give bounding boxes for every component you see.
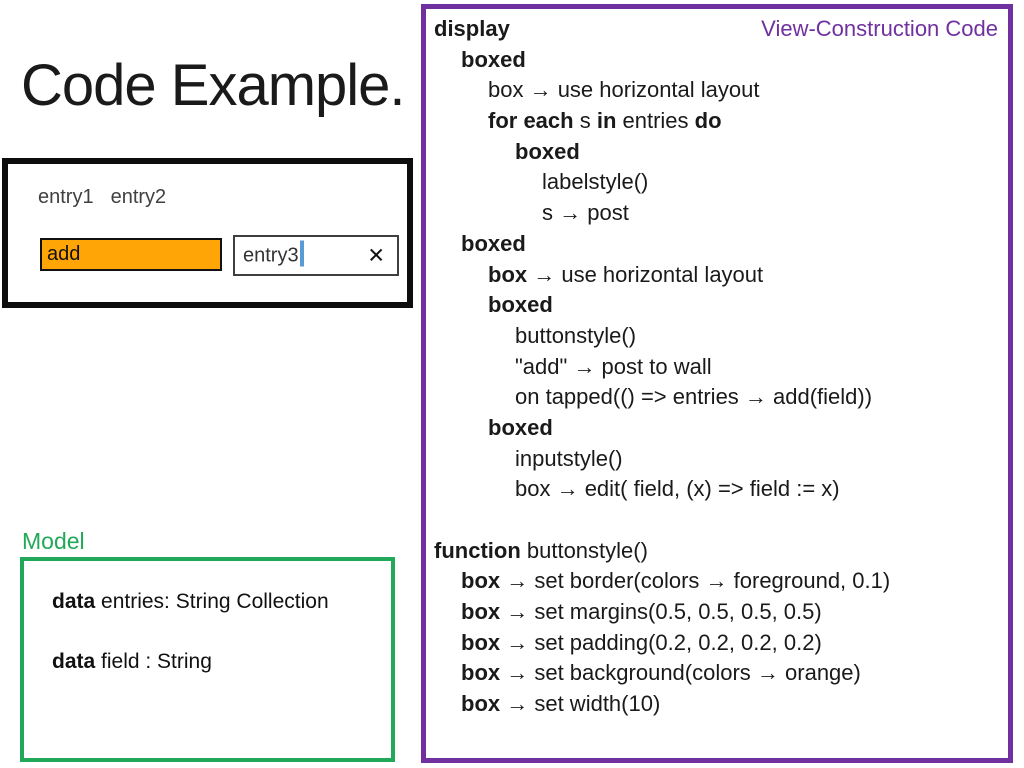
code-line: for each s in entries do — [488, 108, 722, 134]
code-line: boxed — [488, 414, 553, 440]
ui-mockup-frame: entry1 entry2 add entry3 ✕ — [2, 158, 413, 308]
code-line: labelstyle() — [542, 169, 649, 195]
code-line: s → post — [542, 200, 629, 226]
code-line: box → set border(colors → foreground, 0.… — [461, 568, 891, 594]
page-title: Code Example. — [21, 53, 406, 118]
model-line: data entries: String Collection — [52, 590, 329, 613]
code-panel: View-Construction Code display boxed box →… — [421, 4, 1013, 763]
add-button[interactable]: add — [40, 238, 222, 271]
code-line: boxed — [515, 138, 580, 164]
code-line: box → set margins(0.5, 0.5, 0.5, 0.5) — [461, 599, 822, 625]
text-caret — [299, 240, 304, 267]
clear-icon[interactable]: ✕ — [367, 244, 385, 267]
entry-input-value: entry3 — [243, 240, 304, 267]
code-line: boxed — [488, 292, 553, 318]
model-label: Model — [22, 528, 85, 554]
code-line: on tapped(() => entries → add(field)) — [515, 384, 873, 410]
code-line: boxed — [461, 46, 526, 72]
code-line: box → use horizontal layout — [488, 77, 760, 103]
code-line: inputstyle() — [515, 445, 623, 471]
model-box: data entries: String Collection data fiel… — [20, 557, 395, 762]
code-line: boxed — [461, 230, 526, 256]
entry-text-input[interactable]: entry3 ✕ — [233, 235, 399, 276]
code-line: box → use horizontal layout — [488, 261, 764, 287]
model-line: data field : String — [52, 650, 212, 673]
code-panel-title: View-Construction Code — [761, 16, 998, 41]
code-line: function buttonstyle() — [434, 537, 648, 563]
code-line: box → set background(colors → orange) — [461, 660, 861, 686]
entry-label-2: entry2 — [110, 186, 167, 208]
code-line: box → set width(10) — [461, 691, 661, 717]
code-line: "add" → post to wall — [515, 353, 712, 379]
code-line — [434, 505, 998, 536]
entry-labels: entry1 entry2 — [38, 186, 183, 209]
code-lines: display boxed box → use horizontal layout f… — [434, 14, 998, 720]
code-line: buttonstyle() — [515, 322, 637, 348]
code-line: box → edit( field, (x) => field := x) — [515, 476, 840, 502]
entry-label-1: entry1 — [38, 186, 94, 208]
code-line: display — [434, 16, 510, 41]
code-line: box → set padding(0.2, 0.2, 0.2, 0.2) — [461, 629, 822, 655]
